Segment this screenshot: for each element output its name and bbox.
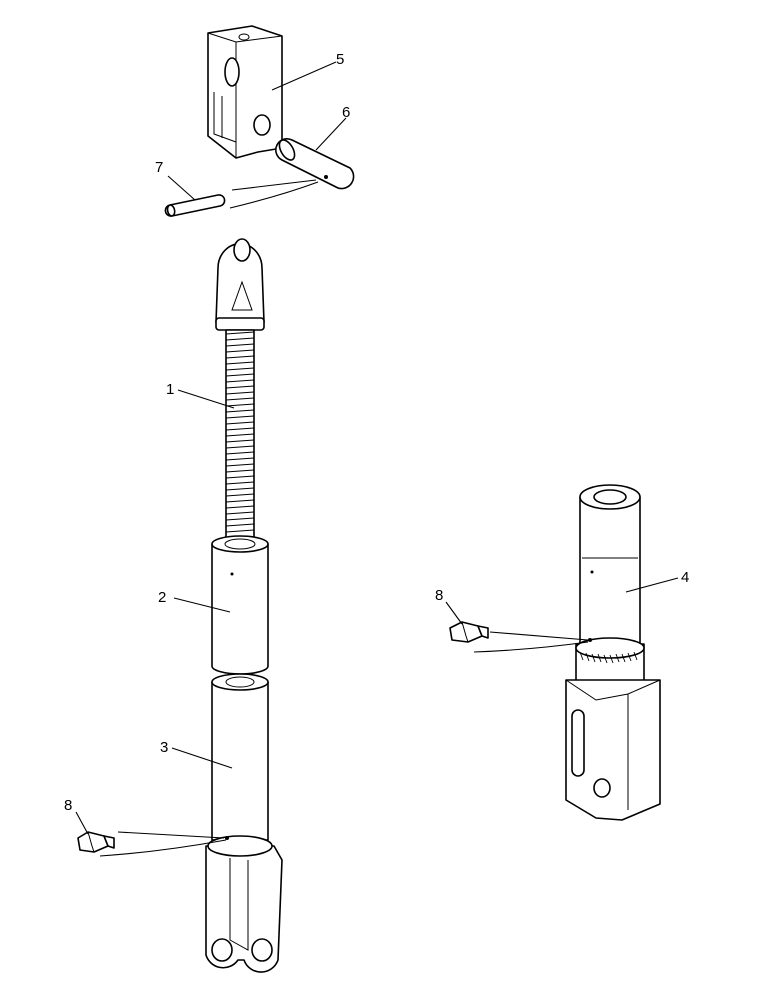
callout-3-leader [171, 747, 233, 769]
part-3-lower-tube [205, 673, 283, 973]
callout-3: 3 [160, 739, 168, 756]
part-2-sleeve [211, 535, 269, 675]
callout-7: 7 [155, 159, 163, 176]
part-7-roll-pin [164, 194, 226, 217]
part-8-grease-nipple-right [449, 621, 489, 643]
pin-insertion-leader [229, 179, 319, 209]
callout-8-left-leader [75, 811, 89, 835]
grease-leader-right [473, 631, 589, 653]
callout-4: 4 [681, 569, 689, 586]
callout-2: 2 [158, 589, 166, 606]
callout-4-leader [625, 577, 679, 593]
part-4-adjuster-tube [565, 484, 661, 821]
callout-2-leader [173, 597, 231, 613]
callout-5-leader [271, 61, 337, 91]
callout-5: 5 [336, 51, 344, 68]
part-5-clevis-block [207, 25, 283, 159]
callout-8-left: 8 [64, 797, 72, 814]
callout-7-leader [167, 175, 196, 201]
callout-6: 6 [342, 104, 350, 121]
callout-1-leader [177, 389, 235, 409]
callout-8-right: 8 [435, 587, 443, 604]
callout-8-right-leader [445, 601, 463, 625]
callout-1: 1 [166, 381, 174, 398]
part-8-grease-nipple-left [77, 831, 115, 853]
part-1-threaded-rod [215, 238, 265, 541]
callout-6-leader [315, 117, 347, 151]
part-6-pin [275, 138, 355, 190]
grease-leader-left [99, 831, 227, 857]
